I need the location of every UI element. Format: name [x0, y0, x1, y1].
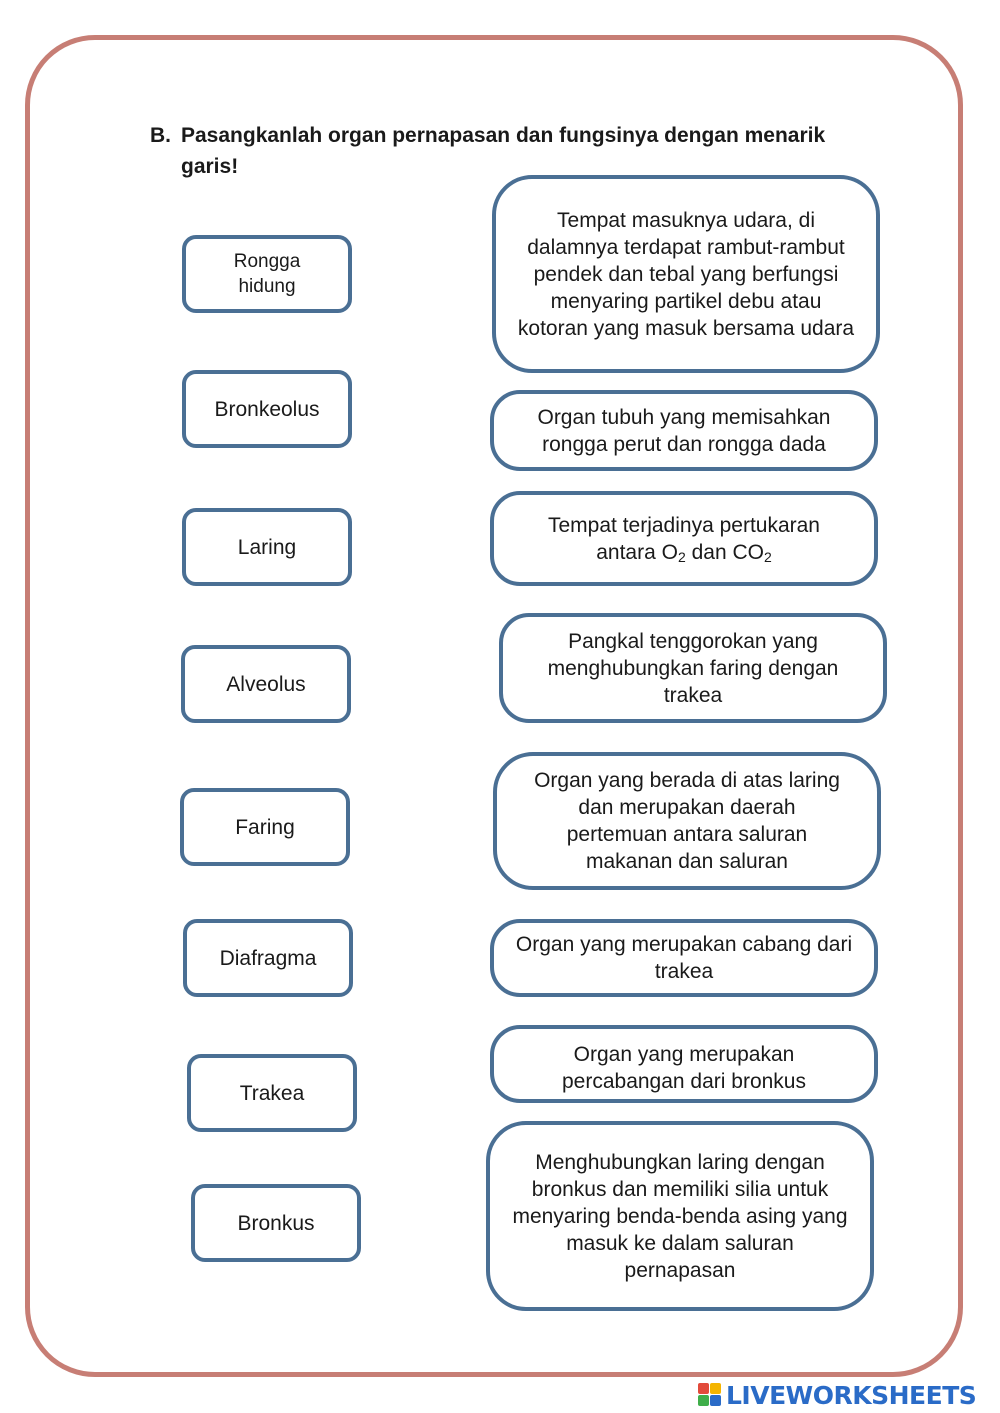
function-box-6[interactable]: Organ yang merupakan cabang dari trakea — [490, 919, 878, 997]
function-box-3[interactable]: Tempat terjadinya pertukaran antara O2 d… — [490, 491, 878, 586]
organ-label: Faring — [235, 815, 295, 839]
page-frame — [25, 35, 963, 1377]
organ-label: Bronkeolus — [214, 397, 320, 421]
function-text: Tempat terjadinya pertukaran antara O2 d… — [548, 513, 820, 565]
organ-label: Diafragma — [219, 946, 317, 970]
organ-box-trakea[interactable]: Trakea — [187, 1054, 357, 1132]
organ-box-alveolus[interactable]: Alveolus — [181, 645, 351, 723]
function-text: Organ yang merupakan percabangan dari br… — [561, 1043, 806, 1093]
liveworksheets-watermark: LIVEWORKSHEETS — [698, 1380, 977, 1410]
function-box-5[interactable]: Organ yang berada di atas laring dan mer… — [493, 752, 881, 890]
function-box-1[interactable]: Tempat masuknya udara, di dalamnya terda… — [492, 175, 880, 373]
instruction-heading: B. Pasangkanlah organ pernapasan dan fun… — [150, 120, 870, 182]
section-letter: B. — [150, 124, 171, 147]
function-text: Pangkal tenggorokan yang menghubungkan f… — [547, 629, 839, 707]
function-text: Menghubungkan laring dengan bronkus dan … — [512, 1150, 848, 1282]
organ-label: Bronkus — [237, 1211, 315, 1235]
organ-box-laring[interactable]: Laring — [182, 508, 352, 586]
brand-name: LIVEWORKSHEETS — [726, 1380, 977, 1410]
instruction-text: Pasangkanlah organ pernapasan dan fungsi… — [181, 124, 826, 178]
organ-label: Trakea — [239, 1081, 305, 1105]
function-text: Tempat masuknya udara, di dalamnya terda… — [517, 208, 855, 340]
function-box-4[interactable]: Pangkal tenggorokan yang menghubungkan f… — [499, 613, 887, 723]
function-text: Organ tubuh yang memisahkan rongga perut… — [537, 405, 831, 456]
organ-box-diafragma[interactable]: Diafragma — [183, 919, 353, 997]
function-box-2[interactable]: Organ tubuh yang memisahkan rongga perut… — [490, 390, 878, 471]
function-box-8[interactable]: Menghubungkan laring dengan bronkus dan … — [486, 1121, 874, 1311]
organ-label: Laring — [237, 535, 297, 559]
organ-box-rongga-hidung[interactable]: Rongga hidung — [182, 235, 352, 313]
organ-box-faring[interactable]: Faring — [180, 788, 350, 866]
function-text: Organ yang berada di atas laring dan mer… — [534, 769, 840, 873]
organ-box-bronkeolus[interactable]: Bronkeolus — [182, 370, 352, 448]
organ-label: Rongga hidung — [233, 251, 301, 297]
function-text: Organ yang merupakan cabang dari trakea — [515, 933, 853, 983]
organ-box-bronkus[interactable]: Bronkus — [191, 1184, 361, 1262]
function-box-7[interactable]: Organ yang merupakan percabangan dari br… — [490, 1025, 878, 1103]
organ-label: Alveolus — [226, 672, 306, 696]
liveworksheets-logo-icon — [698, 1383, 722, 1407]
